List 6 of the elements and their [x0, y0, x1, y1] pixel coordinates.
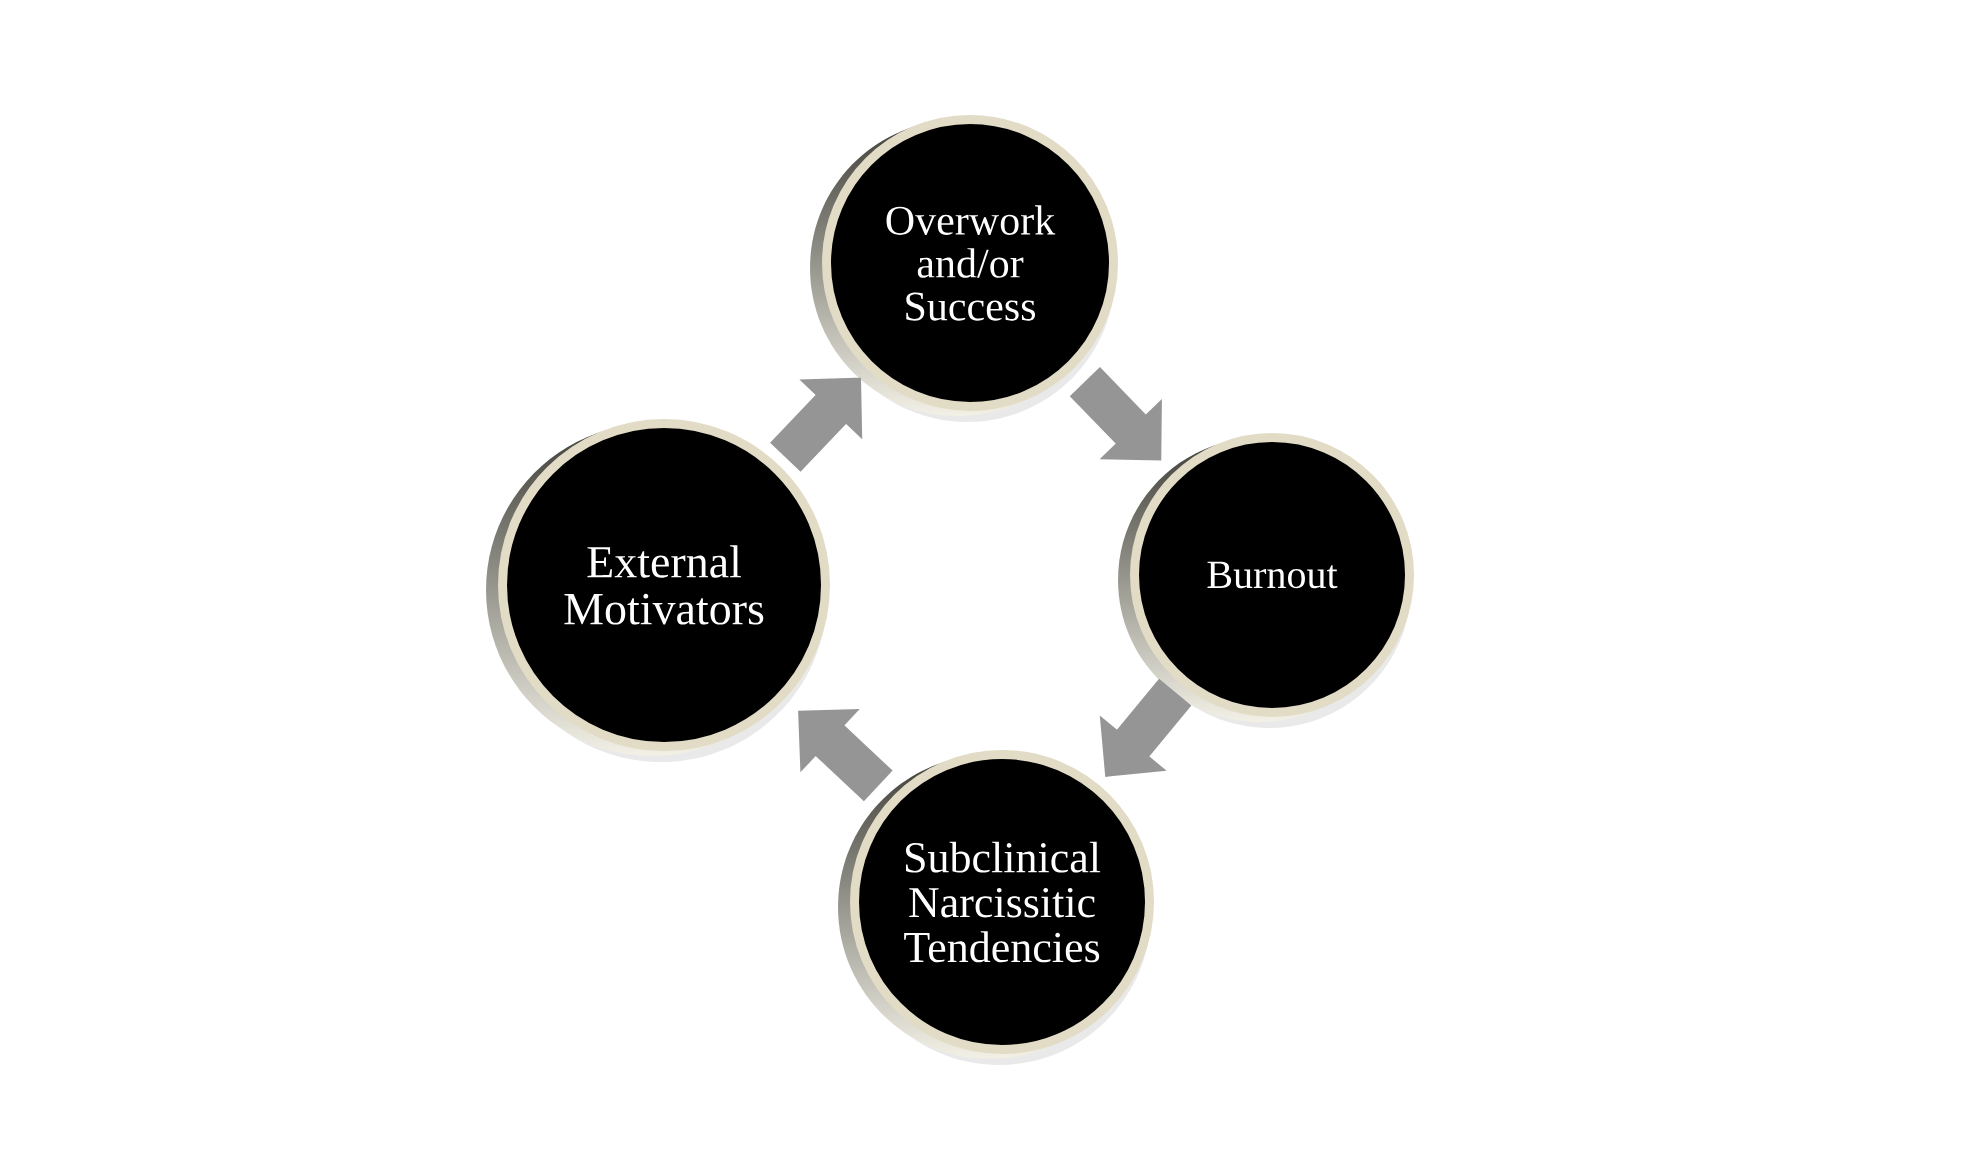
arrow	[1069, 367, 1162, 461]
circle-node: Burnout	[1118, 433, 1414, 728]
circle-node: External Motivators	[486, 419, 830, 762]
circle-node: Overwork and/or Success	[810, 115, 1118, 422]
arrow	[798, 709, 893, 802]
circle-node: Subclinical Narcissitic Tendencies	[838, 750, 1154, 1065]
